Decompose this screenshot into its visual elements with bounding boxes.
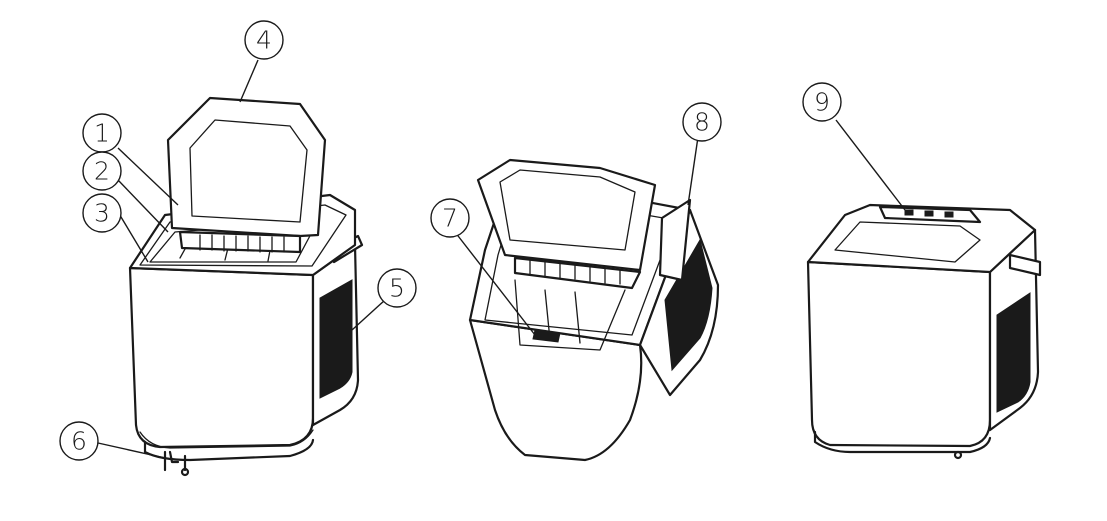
middle-water-sensor — [532, 329, 561, 343]
left-side-vent — [319, 279, 353, 399]
callout-3-label: 3 — [94, 199, 110, 228]
right-control-buttons — [904, 209, 954, 218]
middle-side-handle — [658, 198, 692, 282]
callout-7-label: 7 — [442, 204, 458, 233]
left-drain-plug — [163, 450, 187, 472]
right-base — [813, 430, 992, 454]
callout-1: 1 — [82, 113, 122, 153]
callout-9: 9 — [802, 82, 842, 122]
callout-8: 8 — [682, 102, 722, 142]
callout-2: 2 — [82, 151, 122, 191]
middle-body-front — [468, 318, 643, 462]
callout-6-label: 6 — [71, 427, 87, 456]
left-lid — [166, 96, 327, 238]
right-side-handle — [1008, 253, 1042, 277]
callout-4: 4 — [244, 20, 284, 60]
callout-6: 6 — [59, 421, 99, 461]
middle-side-vent — [664, 238, 713, 372]
right-body-front — [806, 260, 992, 448]
middle-lid-window — [499, 169, 636, 251]
callout-3: 3 — [82, 193, 122, 233]
callout-9-label: 9 — [814, 88, 830, 117]
callout-5: 5 — [377, 268, 417, 308]
machine-left-lid-open — [128, 96, 364, 477]
callout-8-label: 8 — [694, 108, 710, 137]
left-evaporator — [178, 230, 302, 254]
callout-1-label: 1 — [94, 119, 110, 148]
callout-4-label: 4 — [256, 26, 272, 55]
machine-right-closed — [806, 203, 1042, 460]
callout-5-label: 5 — [389, 274, 405, 303]
right-side-vent — [996, 292, 1031, 413]
callout-7: 7 — [430, 198, 470, 238]
callout-2-label: 2 — [94, 157, 110, 186]
middle-lid — [476, 158, 657, 272]
right-lid-window — [834, 221, 981, 263]
leader-lines — [97, 59, 906, 459]
left-lid-window — [189, 119, 308, 223]
middle-evaporator-fingers — [529, 259, 621, 285]
middle-evaporator — [513, 256, 642, 290]
left-base-band — [139, 429, 314, 449]
left-evaporator-fingers — [199, 234, 285, 253]
machine-middle-tilted — [468, 158, 720, 462]
left-body-front — [128, 266, 315, 449]
